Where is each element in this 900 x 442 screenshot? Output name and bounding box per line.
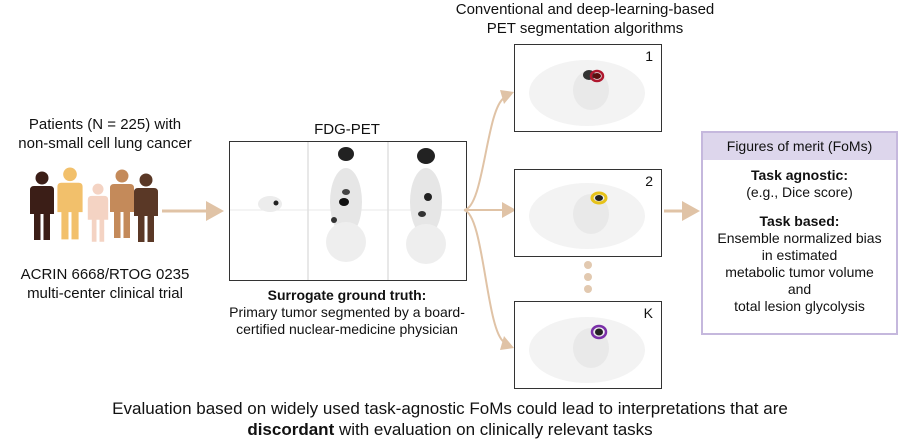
tumor-contour	[589, 69, 605, 83]
coronal-body-2	[406, 148, 446, 264]
coronal-body-1	[326, 147, 366, 262]
ground-truth-caption: Surrogate ground truth: Primary tumor se…	[229, 287, 465, 337]
axial-slice	[258, 196, 282, 212]
pet-images	[230, 142, 466, 280]
tumor-contour	[590, 324, 608, 340]
task-agnostic-title: Task agnostic:	[751, 167, 848, 183]
algorithm-number: K	[643, 305, 653, 321]
more-algorithms-dots	[584, 261, 592, 293]
task-agnostic-example: (e.g., Dice score)	[746, 184, 853, 200]
person-figure-icon	[30, 171, 54, 240]
arrow-to-foms	[664, 201, 700, 221]
person-figure-icon	[110, 169, 134, 238]
pet-slice	[529, 183, 645, 249]
segmentation-result-k: K	[514, 301, 662, 389]
conclusion-text: Evaluation based on widely used task-agn…	[112, 399, 788, 439]
person-figure-icon	[87, 183, 109, 242]
arrow-to-pet	[162, 201, 224, 221]
fom-header: Figures of merit (FoMs)	[703, 133, 896, 160]
trial-label: ACRIN 6668/RTOG 0235 multi-center clinic…	[20, 266, 190, 302]
discordant-word: discordant	[247, 420, 335, 439]
fdg-pet-label: FDG-PET	[314, 121, 380, 138]
segmentation-result-2: 2	[514, 169, 662, 257]
pet-image-panel	[229, 141, 467, 281]
patient-figures-icon	[30, 167, 158, 242]
algorithms-title: Conventional and deep-learning-based PET…	[455, 1, 715, 37]
pet-slice	[529, 60, 645, 126]
task-based-title: Task based:	[759, 213, 840, 229]
figures-of-merit-box: Figures of merit (FoMs) Task agnostic: (…	[701, 131, 898, 335]
pet-slice	[529, 317, 645, 383]
person-figure-icon	[134, 173, 158, 242]
algorithm-number: 2	[645, 173, 653, 189]
person-figure-icon	[57, 167, 83, 240]
patients-title: Patients (N = 225) with non-small cell l…	[18, 116, 192, 152]
branch-arrows	[463, 90, 516, 350]
algorithm-number: 1	[645, 48, 653, 64]
tumor-contour	[590, 191, 608, 205]
segmentation-result-1: 1	[514, 44, 662, 132]
